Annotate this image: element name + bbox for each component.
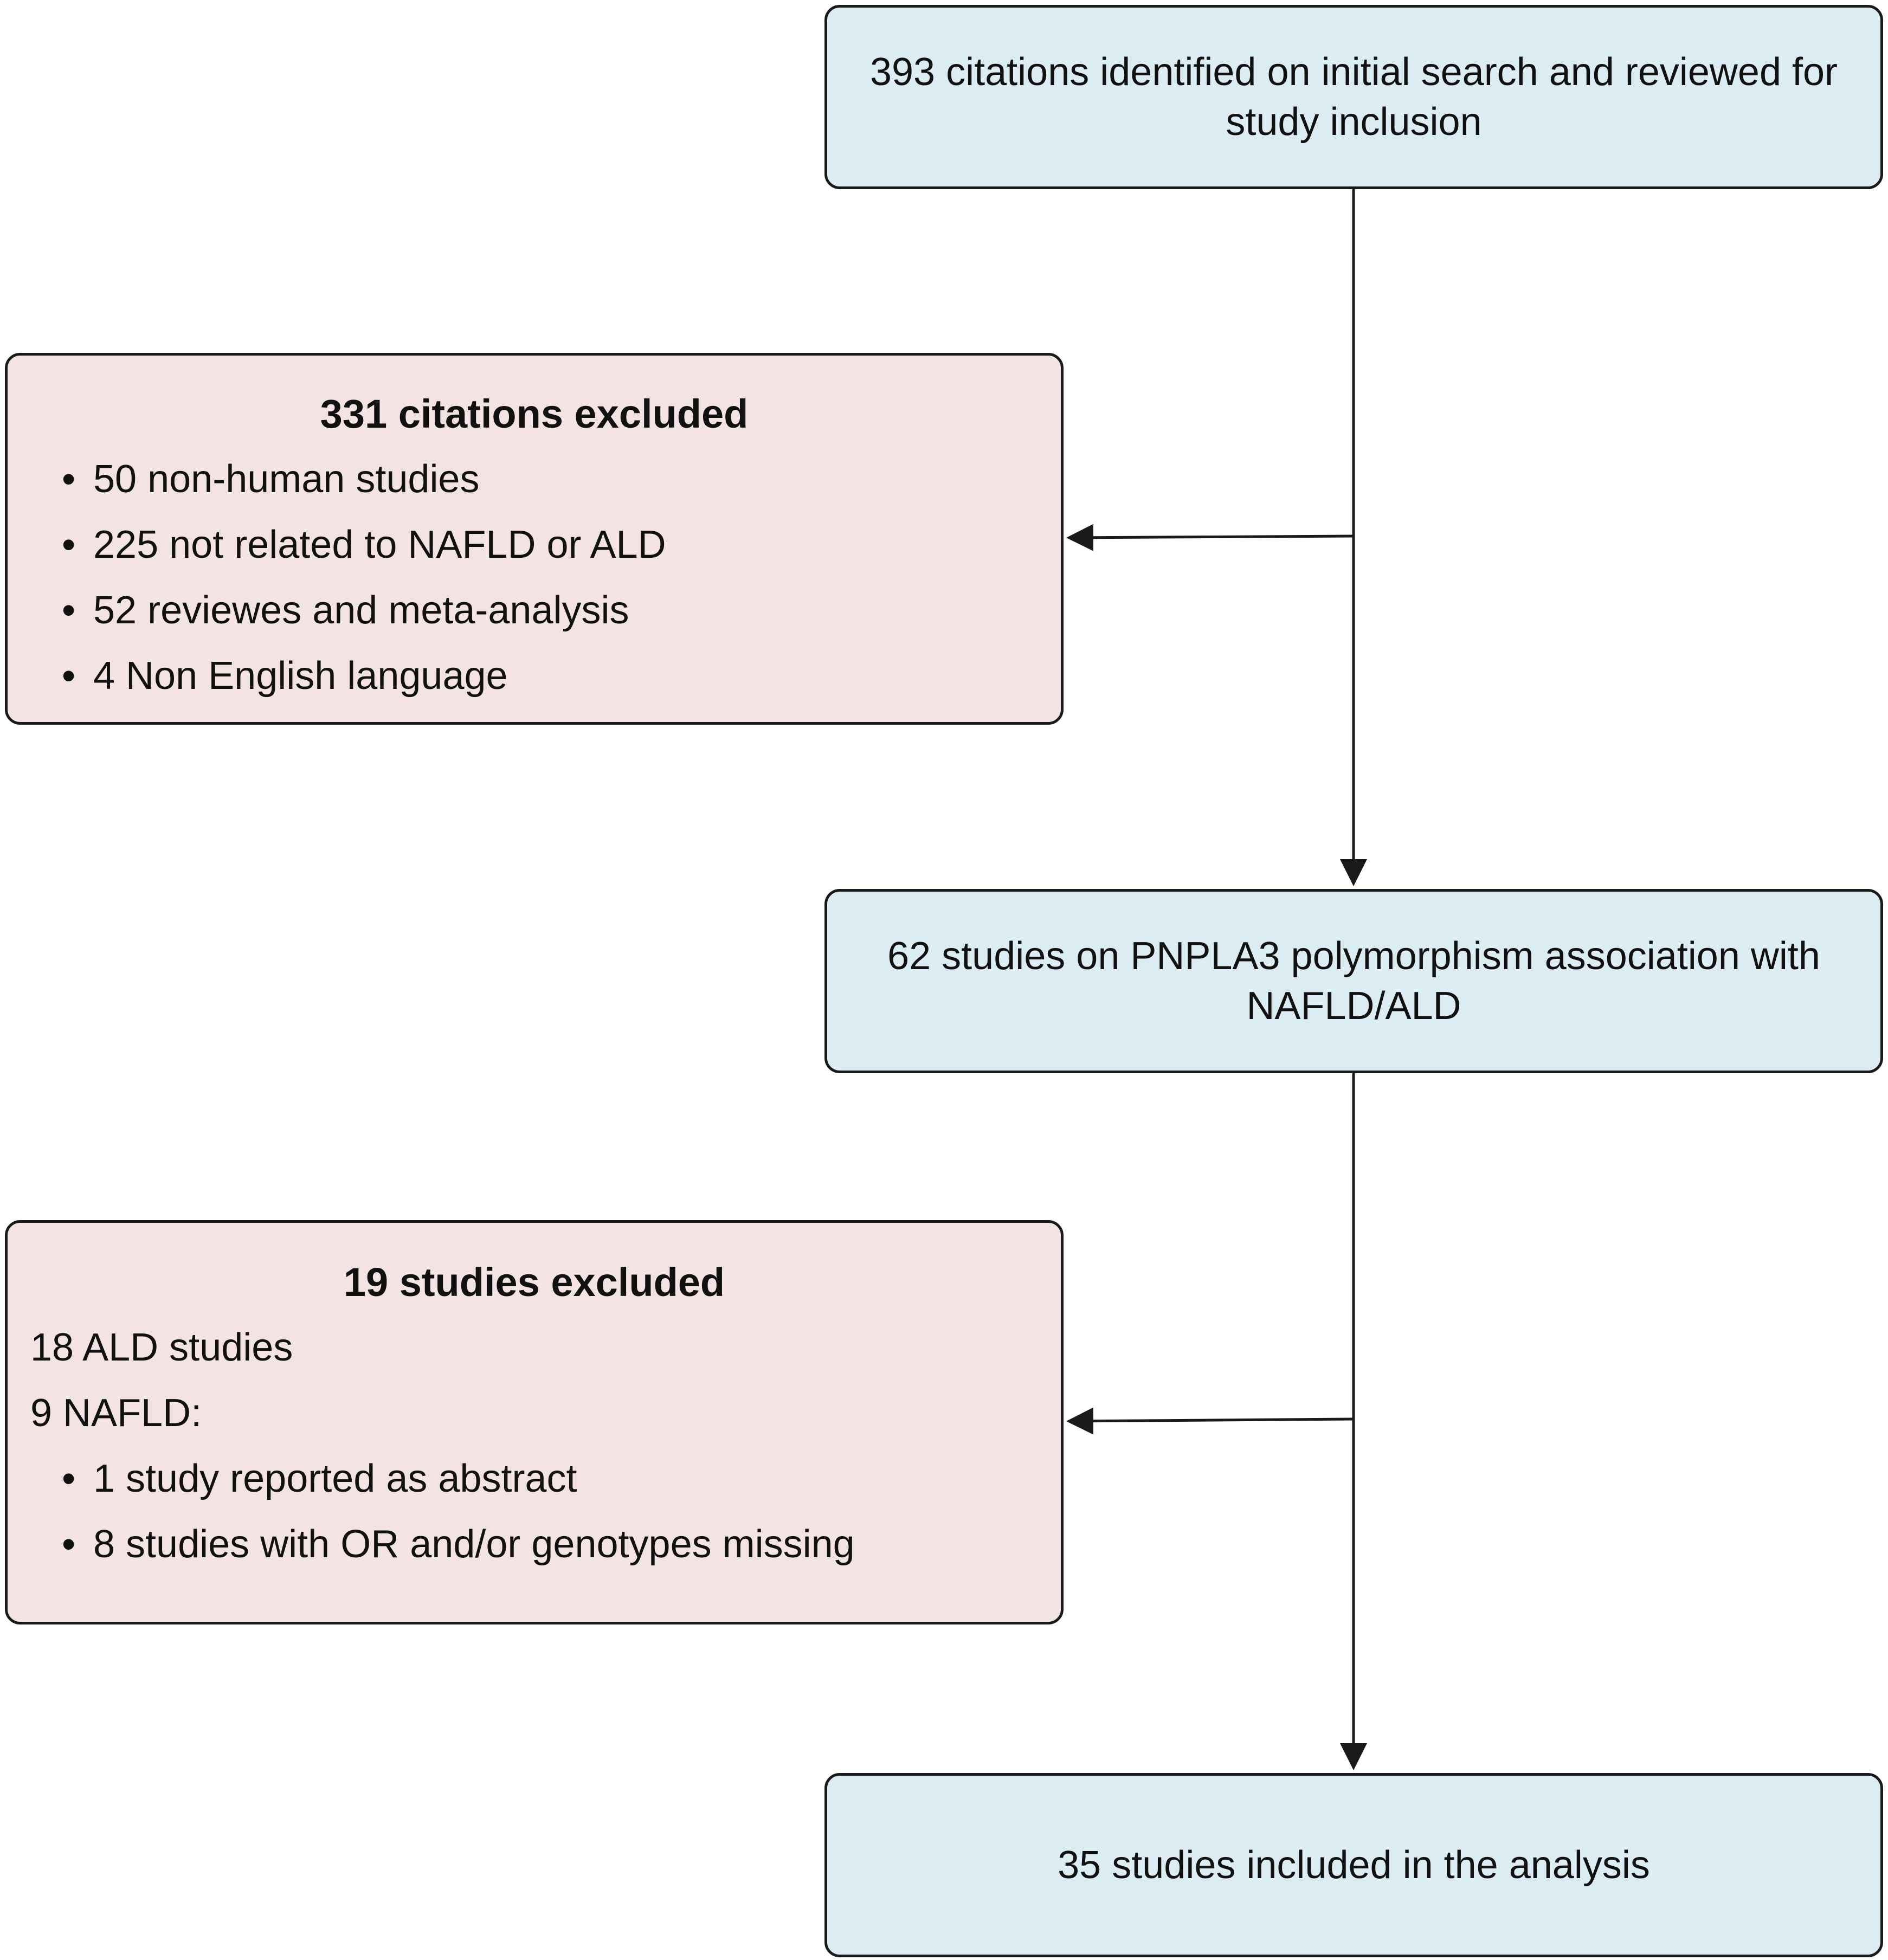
arrow-to-exclusion-2	[1066, 1407, 1354, 1435]
final-included-box: 35 studies included in the analysis	[824, 1773, 1883, 1957]
exclusion-item: •4 Non English language	[62, 654, 508, 698]
exclusion-item: •52 reviewes and meta-analysis	[62, 589, 629, 632]
pnpla3-studies-box: 62 studies on PNPLA3 polymorphism associ…	[824, 889, 1883, 1073]
final-included-text: 35 studies included in the analysis	[1058, 1843, 1650, 1887]
initial-search-box: 393 citations identified on initial sear…	[824, 5, 1883, 189]
exclusion-item: •225 not related to NAFLD or ALD	[62, 523, 666, 566]
pnpla3-studies-text: 62 studies on PNPLA3 polymorphism associ…	[887, 934, 1820, 1028]
citations-excluded-box: 331 citations excluded •50 non-human stu…	[5, 353, 1064, 725]
ald-studies-line: 18 ALD studies	[30, 1326, 293, 1369]
studies-excluded-box: 19 studies excluded 18 ALD studies 9 NAF…	[5, 1220, 1064, 1624]
exclusion-item: •1 study reported as abstract	[62, 1457, 577, 1500]
arrow-to-exclusion-1	[1066, 524, 1354, 551]
studies-excluded-title: 19 studies excluded	[343, 1260, 725, 1305]
nafld-line: 9 NAFLD:	[30, 1391, 202, 1435]
citations-excluded-title: 331 citations excluded	[320, 391, 749, 436]
exclusion-item: •50 non-human studies	[62, 457, 480, 501]
initial-search-text: 393 citations identified on initial sear…	[869, 50, 1838, 144]
exclusion-item: •8 studies with OR and/or genotypes miss…	[62, 1523, 855, 1566]
